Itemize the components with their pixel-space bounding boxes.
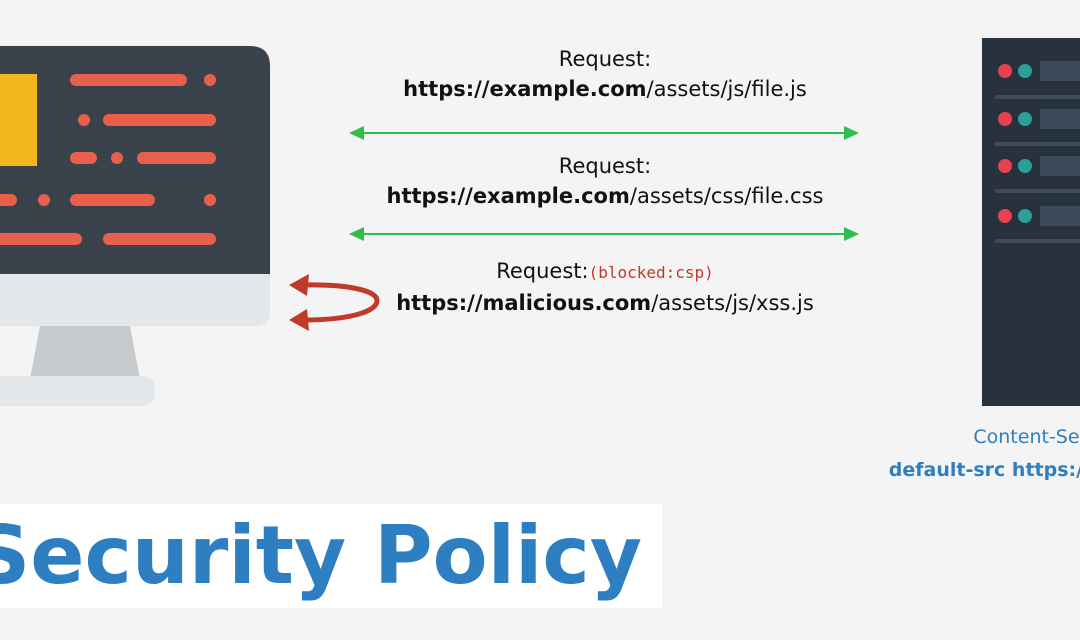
server-rack-icon	[982, 38, 1080, 406]
csp-header-caption: Content-Sec	[973, 426, 1080, 448]
csp-directive-caption: default-src https://	[888, 459, 1080, 481]
request-1: Request: https://example.com/assets/js/f…	[340, 44, 870, 104]
request-domain: https://malicious.com	[396, 291, 652, 315]
allowed-arrow-1	[349, 126, 859, 140]
request-domain: https://example.com	[386, 184, 630, 208]
title-banner: nt Security Policy	[0, 504, 662, 608]
desktop-monitor-icon	[0, 46, 270, 406]
blocked-status: (blocked:csp)	[588, 263, 714, 282]
request-label: Request:	[558, 154, 652, 178]
request-path: /assets/css/file.css	[629, 184, 824, 208]
request-domain: https://example.com	[403, 77, 647, 101]
blocked-return-arrow	[289, 274, 380, 331]
request-path: /assets/js/xss.js	[651, 291, 814, 315]
request-path: /assets/js/file.js	[646, 77, 807, 101]
request-2: Request: https://example.com/assets/css/…	[340, 151, 870, 211]
request-label: Request:	[496, 259, 589, 283]
request-3-blocked: Request:(blocked:csp) https://malicious.…	[340, 256, 870, 318]
page-title: nt Security Policy	[0, 509, 642, 602]
request-url: https://example.com/assets/css/file.css	[340, 181, 870, 211]
request-label: Request:	[558, 47, 652, 71]
request-url: https://example.com/assets/js/file.js	[340, 74, 870, 104]
allowed-arrow-2	[349, 227, 859, 241]
request-url: https://malicious.com/assets/js/xss.js	[340, 288, 870, 318]
